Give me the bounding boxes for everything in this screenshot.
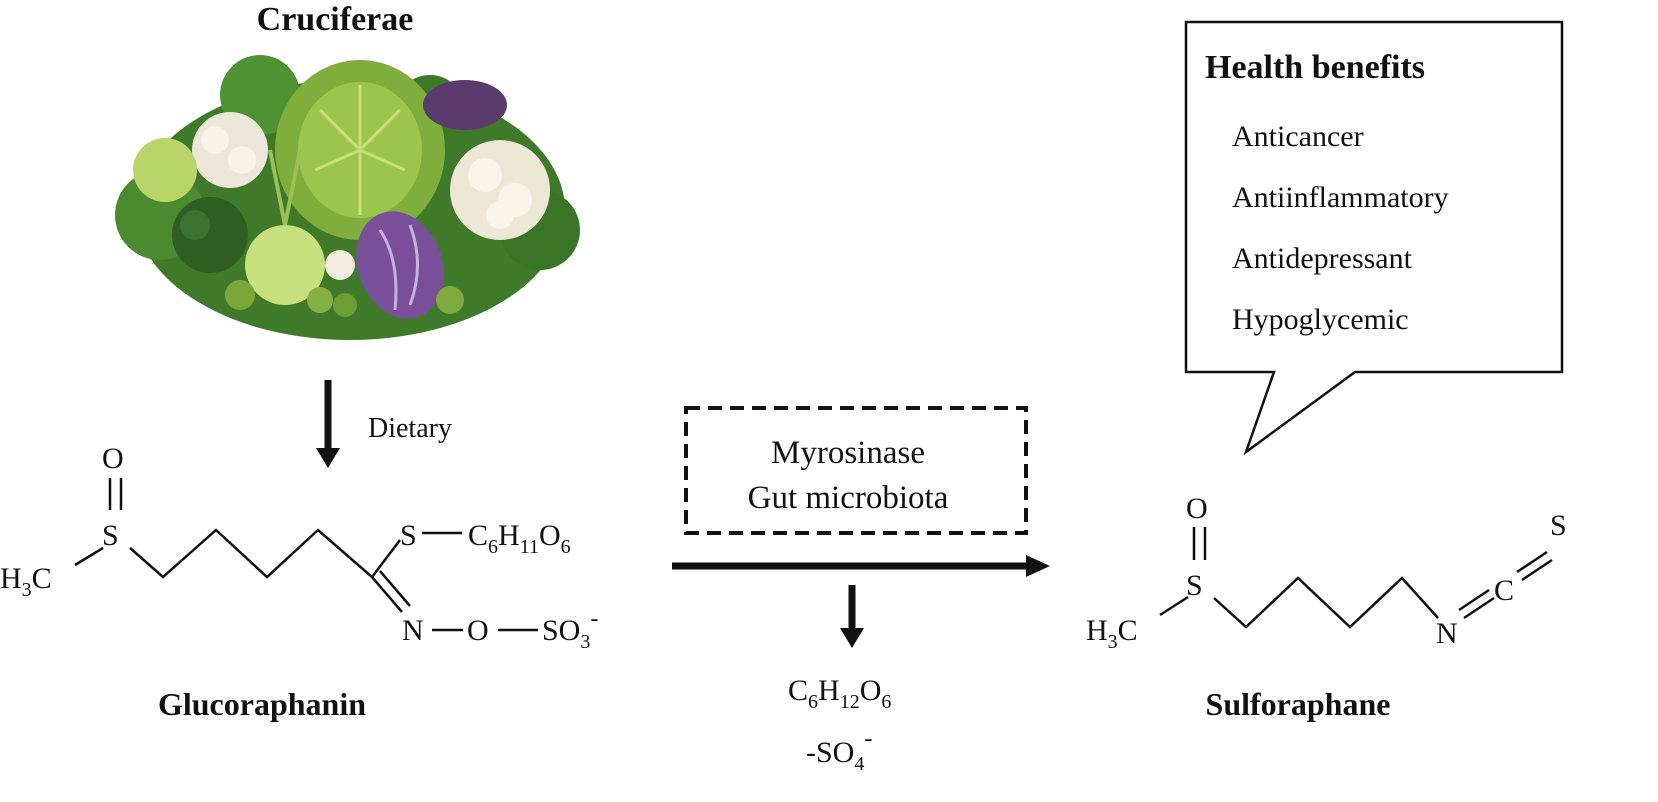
svg-text:C: C xyxy=(1494,574,1514,607)
glucoraphanin-label: Glucoraphanin xyxy=(158,686,366,722)
svg-text:H3C: H3C xyxy=(1086,614,1138,653)
dietary-label: Dietary xyxy=(368,413,452,444)
byproduct-sulfate: -SO4- xyxy=(806,726,872,775)
enzyme-box xyxy=(684,406,1028,535)
svg-text:S: S xyxy=(1550,509,1567,542)
svg-text:O: O xyxy=(102,442,124,475)
sulforaphane-structure: O S H3C N C S xyxy=(1086,492,1567,653)
sulforaphane-label: Sulforaphane xyxy=(1206,686,1391,722)
title-cruciferae: Cruciferae xyxy=(257,1,414,38)
svg-text:S: S xyxy=(1186,569,1203,602)
svg-text:H3C: H3C xyxy=(0,562,52,601)
benefit-item: Antidepressant xyxy=(1232,242,1413,275)
svg-text:O: O xyxy=(467,614,489,647)
svg-text:S: S xyxy=(400,519,417,552)
health-benefits-callout xyxy=(1184,20,1564,456)
byproduct-arrow xyxy=(840,585,864,648)
benefit-item: Anticancer xyxy=(1232,120,1364,153)
svg-text:SO3-: SO3- xyxy=(542,606,598,653)
svg-text:C6H11O6: C6H11O6 xyxy=(468,519,571,558)
enzyme-line-gut-microbiota: Gut microbiota xyxy=(748,480,949,516)
svg-text:O: O xyxy=(1186,492,1208,525)
svg-text:N: N xyxy=(402,614,424,647)
benefit-item: Antiinflammatory xyxy=(1232,181,1449,214)
svg-text:N: N xyxy=(1436,617,1458,650)
glucoraphanin-structure: O S H3C S C6H11O6 N O SO3- xyxy=(0,442,598,653)
dietary-arrow xyxy=(316,380,340,468)
vegetables-image xyxy=(115,55,580,340)
svg-text:S: S xyxy=(102,519,119,552)
enzyme-line-myrosinase: Myrosinase xyxy=(771,435,925,471)
benefit-item: Hypoglycemic xyxy=(1232,303,1409,336)
byproduct-glucose: C6H12O6 xyxy=(788,674,891,713)
health-benefits-heading: Health benefits xyxy=(1205,49,1425,86)
reaction-arrow xyxy=(672,555,1050,577)
